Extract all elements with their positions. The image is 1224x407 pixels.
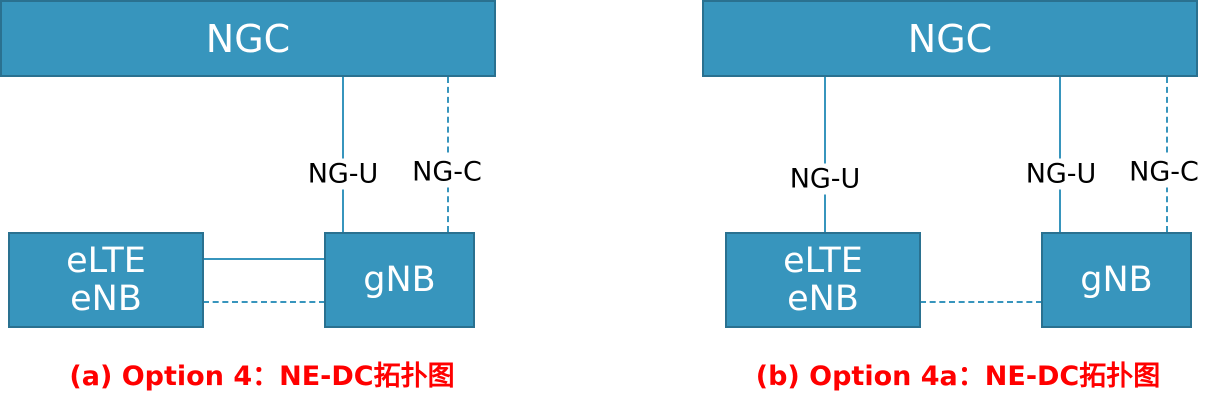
enb-label-line2-b: eNB (787, 279, 859, 319)
caption-a: (a) Option 4：NE-DC拓扑图 (69, 361, 455, 392)
ng-c-link-b (1166, 77, 1168, 232)
ng-u-link-gnb-b (1059, 77, 1061, 232)
gnb-b: gNB (1041, 232, 1192, 328)
ng-u-label-gnb-b: NG-U (1023, 158, 1099, 190)
xn-u-link-a (203, 258, 325, 260)
ng-c-label-a: NG-C (410, 156, 484, 188)
elte-enb-a: eLTE eNB (8, 232, 204, 328)
enb-label-line2-a: eNB (70, 279, 142, 319)
gnb-label-b: gNB (1080, 260, 1153, 300)
xn-c-link-b (920, 301, 1042, 303)
caption-b: (b) Option 4a：NE-DC拓扑图 (755, 361, 1161, 392)
elte-enb-b: eLTE eNB (725, 232, 921, 328)
ng-u-label-a: NG-U (305, 158, 381, 190)
ng-c-label-b: NG-C (1127, 156, 1201, 188)
ngc-core-a: NGC (0, 0, 496, 77)
ng-u-link-a (342, 77, 344, 232)
ngc-label-b: NGC (907, 16, 993, 61)
ngc-core-b: NGC (702, 0, 1198, 77)
gnb-label-a: gNB (363, 260, 436, 300)
ng-c-link-a (447, 77, 449, 232)
ngc-label-a: NGC (205, 16, 291, 61)
xn-c-link-a (203, 301, 325, 303)
enb-label-line1-b: eLTE (783, 241, 863, 281)
gnb-a: gNB (324, 232, 475, 328)
ng-u-label-enb-b: NG-U (787, 163, 863, 195)
enb-label-line1-a: eLTE (66, 241, 146, 281)
ng-u-link-enb-b (824, 77, 826, 232)
